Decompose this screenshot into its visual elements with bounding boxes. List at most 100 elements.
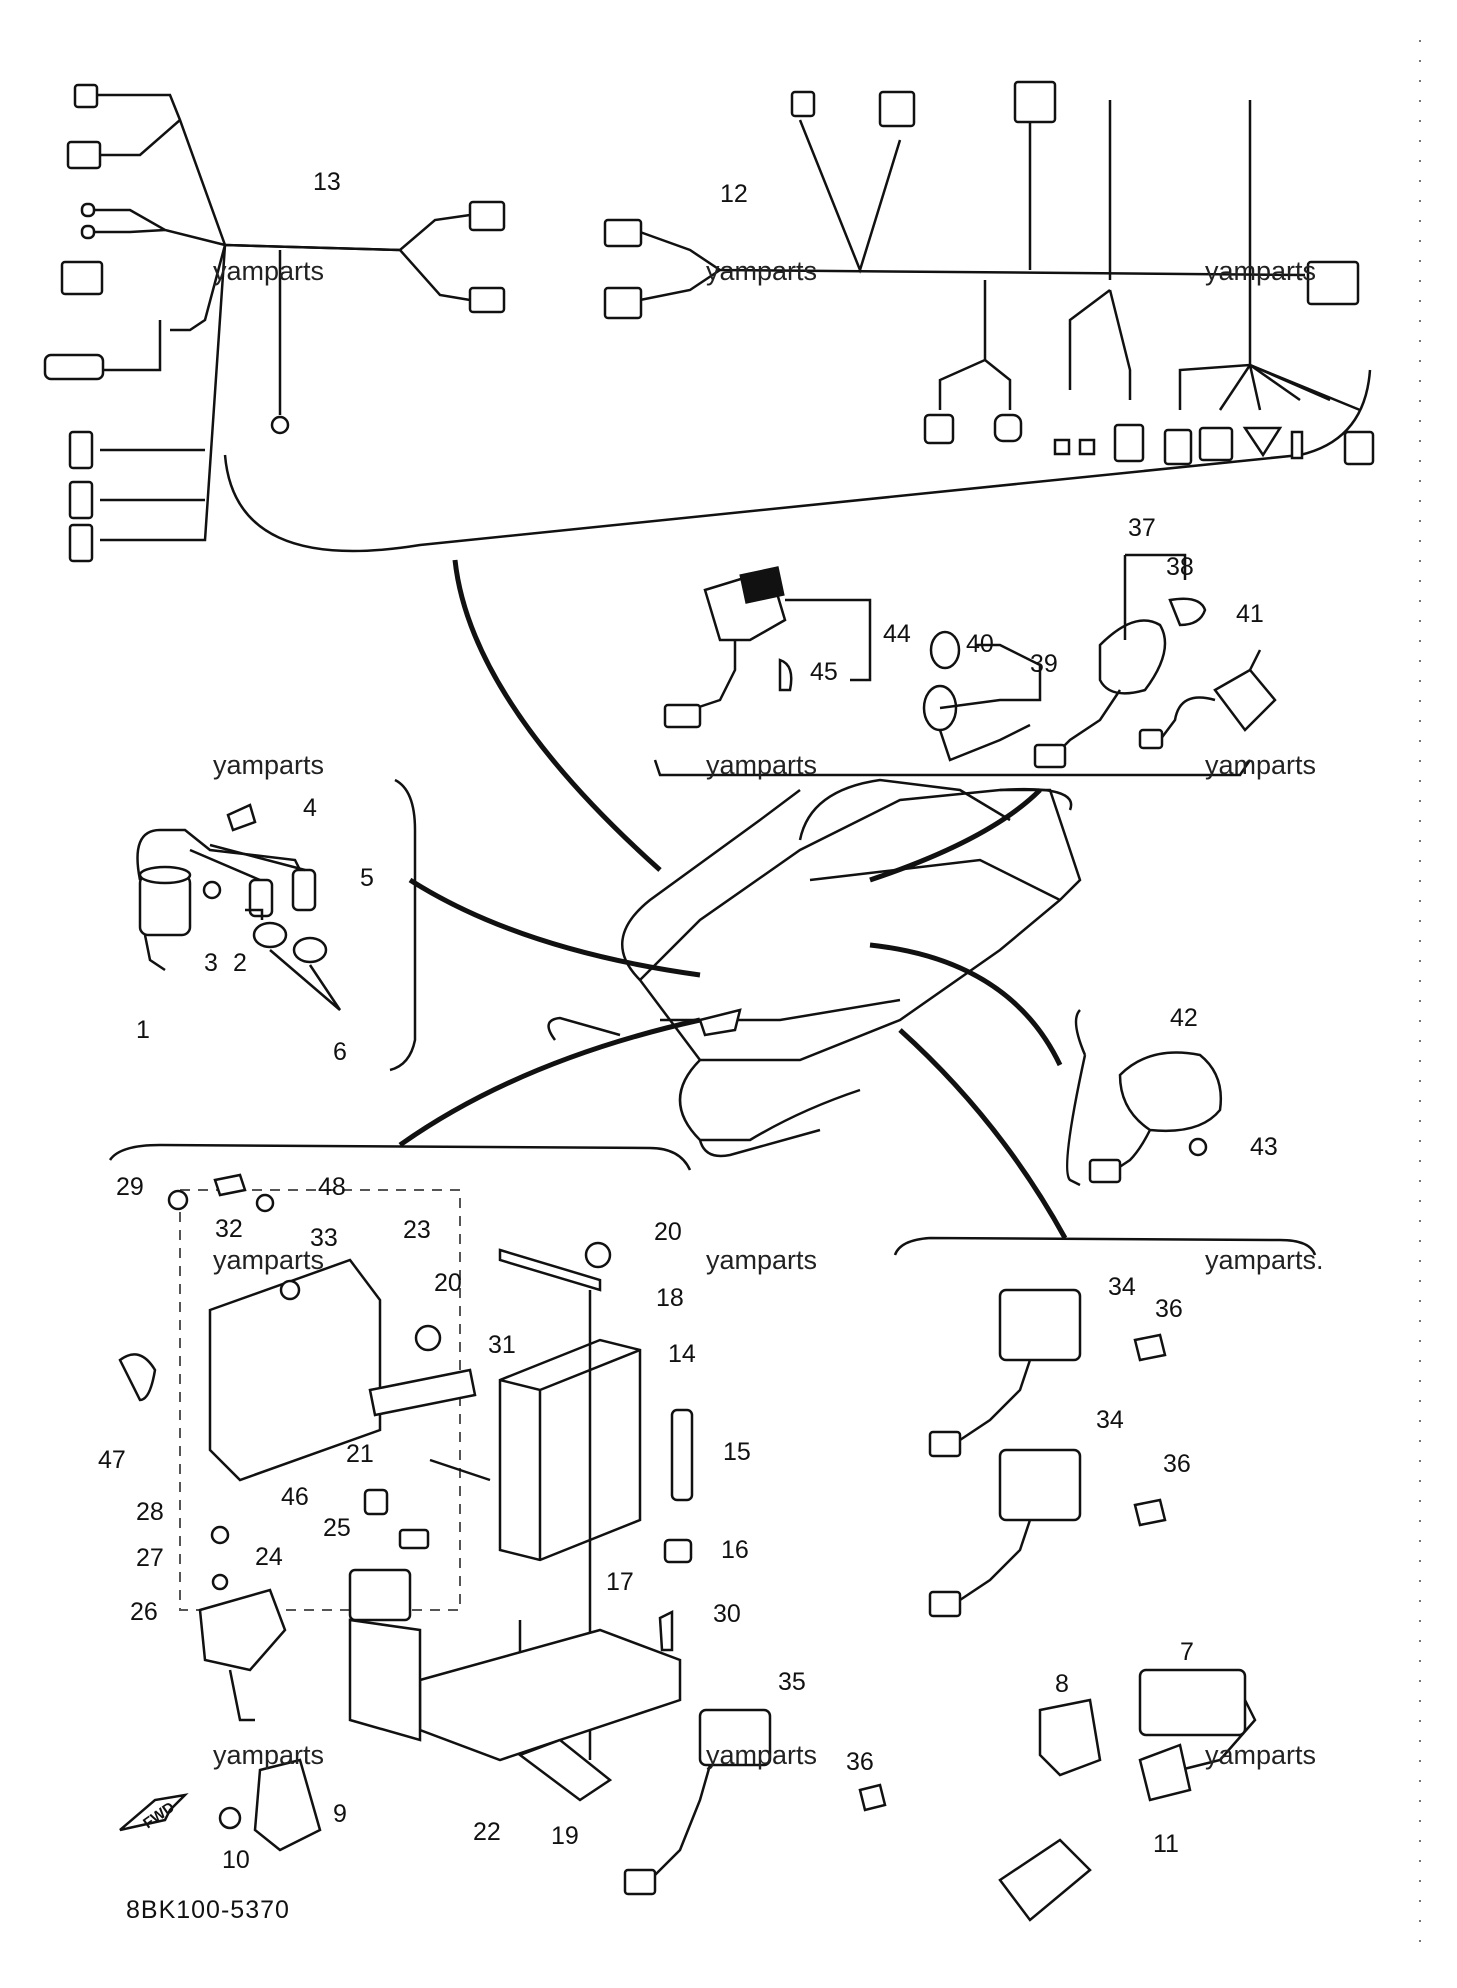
callout-3: 3 <box>204 949 218 977</box>
callout-27: 27 <box>136 1544 164 1572</box>
callout-34: 34 <box>1096 1406 1124 1434</box>
nut-20a <box>584 1241 612 1269</box>
callout-47: 47 <box>98 1446 126 1474</box>
callout-36: 36 <box>1163 1450 1191 1478</box>
cap-45 <box>778 658 793 692</box>
callout-25: 25 <box>323 1514 351 1542</box>
watermark: yamparts <box>213 256 325 286</box>
leader-battery <box>398 1017 701 1148</box>
cylinder-11 <box>998 1838 1092 1922</box>
part-19 <box>517 1738 613 1802</box>
part-2 <box>245 908 264 920</box>
callout-2: 2 <box>233 949 247 977</box>
washer-48 <box>255 1193 275 1213</box>
callout-37: 37 <box>1128 514 1156 542</box>
bolt-36b <box>1133 1498 1167 1527</box>
callout-42: 42 <box>1170 1004 1198 1032</box>
nut-10 <box>218 1806 242 1830</box>
callout-29: 29 <box>116 1173 144 1201</box>
callout-19: 19 <box>551 1822 579 1850</box>
relay-panel <box>893 1236 1317 1922</box>
callout-48: 48 <box>318 1173 346 1201</box>
bracket-31 <box>368 1368 477 1417</box>
callout-36: 36 <box>846 1748 874 1776</box>
battery-panel <box>108 1143 694 1852</box>
spark-plug-caps-5 <box>189 843 317 918</box>
watermark-suffix: . <box>1316 1245 1324 1275</box>
bulb-40 <box>922 630 1042 762</box>
horn-panel <box>1065 1009 1222 1187</box>
callout-45: 45 <box>810 658 838 686</box>
fwd-arrow <box>119 1793 189 1832</box>
callout-26: 26 <box>130 1598 158 1626</box>
watermark: yamparts. <box>1205 1247 1324 1274</box>
bolt-30 <box>658 1609 674 1652</box>
callout-15: 15 <box>723 1438 751 1466</box>
ignition-panel-border <box>389 778 417 1072</box>
main-switch-37 <box>1033 553 1207 769</box>
watermark: yamparts <box>706 750 818 780</box>
watermark: yamparts <box>213 750 325 780</box>
watermark: yamparts <box>706 256 818 286</box>
switch-panel <box>653 553 1277 777</box>
callout-20: 20 <box>434 1269 462 1297</box>
callout-8: 8 <box>1055 1670 1069 1698</box>
watermark: yamparts <box>1205 750 1317 780</box>
unit-7 <box>1138 1668 1247 1737</box>
washer-27 <box>211 1573 229 1591</box>
callout-18: 18 <box>656 1284 684 1312</box>
part-3 <box>202 880 222 900</box>
regulator-9 <box>253 1758 322 1852</box>
callout-28: 28 <box>136 1498 164 1526</box>
callout-5: 5 <box>360 864 374 892</box>
callout-40: 40 <box>966 630 994 658</box>
callout-4: 4 <box>303 794 317 822</box>
callout-32: 32 <box>215 1215 243 1243</box>
callout-36: 36 <box>1155 1295 1183 1323</box>
callout-34: 34 <box>1108 1273 1136 1301</box>
strap-15 <box>670 1408 694 1502</box>
callout-43: 43 <box>1250 1133 1278 1161</box>
callout-12: 12 <box>720 180 748 208</box>
watermark: yamparts <box>1205 1740 1317 1770</box>
ignition-coil-1 <box>136 828 302 972</box>
callout-1: 1 <box>136 1016 150 1044</box>
callout-21: 21 <box>346 1440 374 1468</box>
part-46 <box>363 1488 389 1516</box>
ignition-panel <box>136 778 417 1072</box>
relay-34b <box>928 1448 1082 1618</box>
switch-41 <box>1138 649 1277 750</box>
callout-9: 9 <box>333 1800 347 1828</box>
part-4 <box>226 803 257 832</box>
plate-18 <box>498 1248 602 1292</box>
wire-harness-12 <box>603 80 1375 466</box>
clip-47 <box>118 1353 157 1402</box>
grommets-6 <box>252 921 342 1011</box>
callout-41: 41 <box>1236 600 1264 628</box>
bolt-36a <box>1133 1333 1167 1362</box>
watermark: yamparts <box>706 1245 818 1275</box>
battery-box-14 <box>498 1338 642 1562</box>
nut-20b <box>414 1324 442 1352</box>
connector-7 <box>1138 1743 1192 1802</box>
callout-46: 46 <box>281 1483 309 1511</box>
cover-23 <box>208 1258 382 1482</box>
cable-21 <box>429 1458 491 1482</box>
watermark: yamparts <box>213 1740 325 1770</box>
brake-switch-44 <box>663 566 872 729</box>
callout-11: 11 <box>1153 1830 1179 1858</box>
leader-switches <box>869 788 1042 883</box>
horn-42 <box>1088 1051 1222 1184</box>
harness-panel <box>43 80 1375 563</box>
watermark-text: yamparts <box>1205 1245 1317 1275</box>
callout-16: 16 <box>721 1536 749 1564</box>
callout-17: 17 <box>606 1568 634 1596</box>
callout-22: 22 <box>473 1818 501 1846</box>
wire-harness-13 <box>43 83 506 563</box>
callout-31: 31 <box>488 1331 516 1359</box>
callout-44: 44 <box>883 620 911 648</box>
horn-panel-border <box>1065 1009 1087 1187</box>
switch-panel-border <box>653 759 1252 777</box>
watermark: yamparts <box>213 1245 325 1275</box>
